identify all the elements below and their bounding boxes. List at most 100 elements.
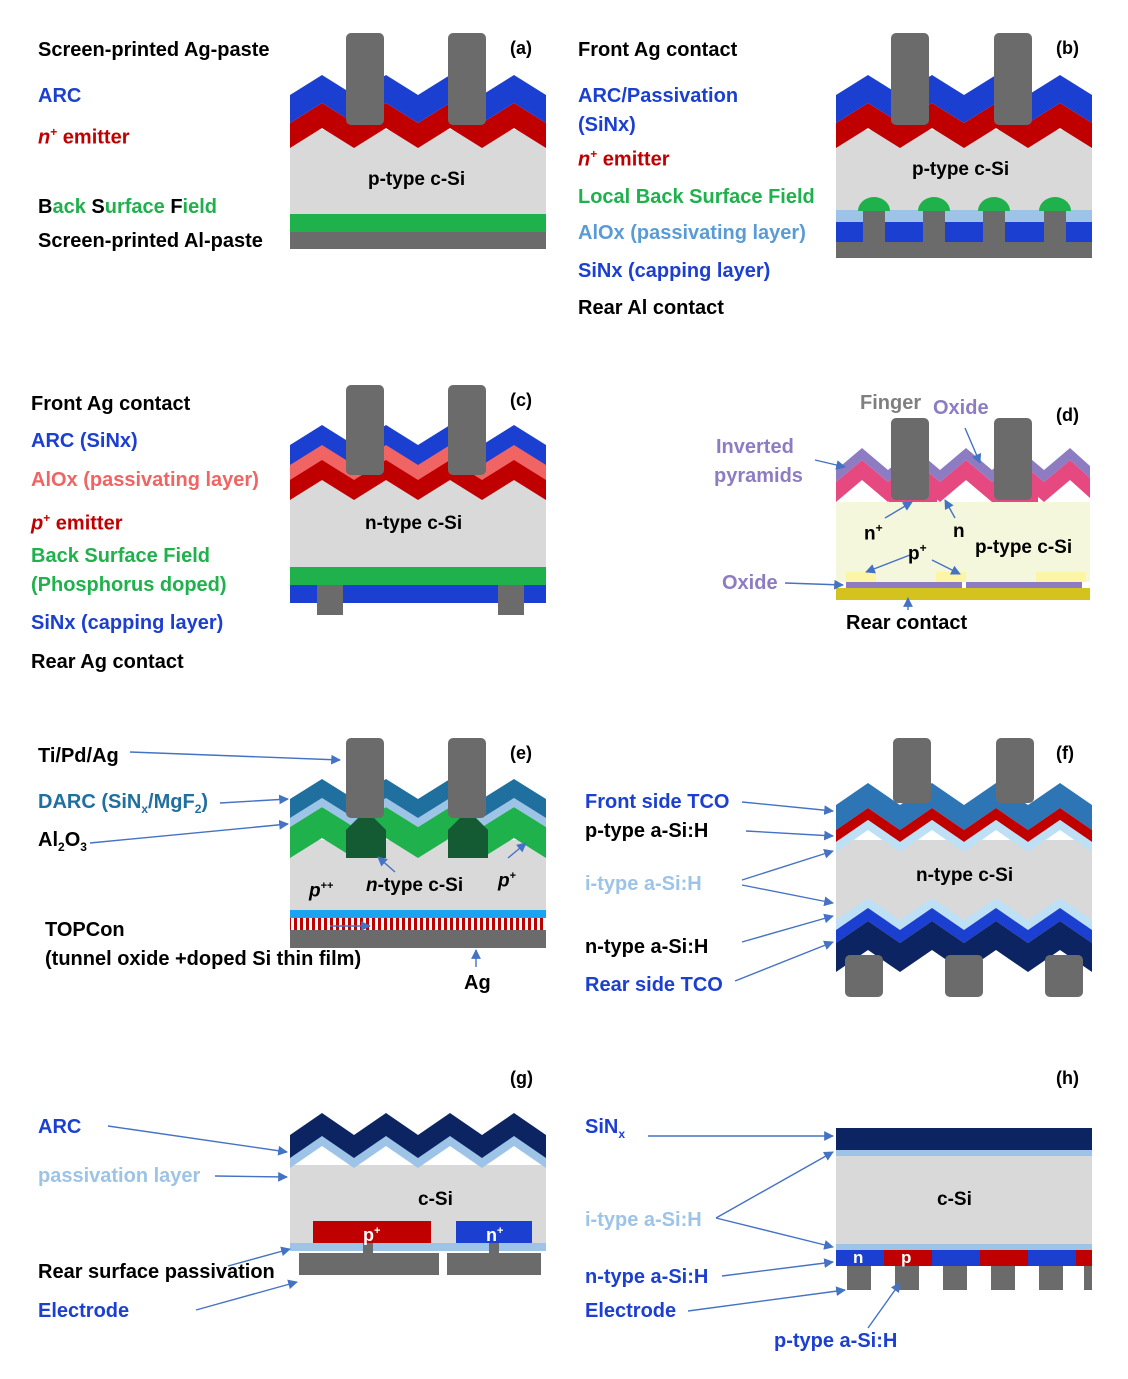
arrow bbox=[867, 1282, 901, 1329]
local-bsf bbox=[1039, 197, 1071, 211]
arrow bbox=[377, 856, 396, 873]
n-emitter-layer bbox=[836, 103, 1092, 148]
pointer-arrows bbox=[89, 427, 982, 1329]
panel-b-diagram bbox=[836, 33, 1092, 258]
arrow bbox=[107, 1125, 288, 1156]
rear-finger bbox=[945, 955, 983, 997]
panel-g-tag: (g) bbox=[510, 1068, 533, 1088]
al-via bbox=[1044, 210, 1066, 242]
label-n-emitter: n+ emitter bbox=[38, 125, 130, 149]
label-front-side-tco: Front side TCO bbox=[585, 791, 730, 813]
label-p-emitter: p+ emitter bbox=[31, 511, 123, 535]
label-n-emitter: n+ emitter bbox=[578, 147, 670, 171]
p-type-a-si bbox=[1076, 1250, 1092, 1266]
n-type-a-si bbox=[932, 1250, 980, 1266]
arrow bbox=[931, 559, 961, 575]
n-type-a-si bbox=[836, 908, 1092, 943]
arrow bbox=[715, 1217, 834, 1250]
label-p-plus: p+ bbox=[498, 870, 517, 892]
electrode bbox=[1039, 1266, 1063, 1290]
arrow bbox=[784, 579, 844, 590]
label-finger: Finger bbox=[860, 392, 922, 414]
label-p-plus: p+ bbox=[363, 1225, 381, 1245]
label-i-type-a-si: i-type a-Si:H bbox=[585, 1209, 702, 1231]
label-screen-printed-ag: Screen-printed Ag-paste bbox=[38, 39, 270, 61]
label-topcon: TOPCon bbox=[45, 919, 125, 941]
ag-finger bbox=[346, 33, 384, 125]
p-type-a-si bbox=[980, 1250, 1028, 1266]
arrow bbox=[745, 830, 834, 841]
rear-ag-contact bbox=[317, 585, 343, 615]
label-oxide-rear: Oxide bbox=[722, 572, 778, 594]
sinx-layer bbox=[836, 1128, 1092, 1150]
finger bbox=[994, 418, 1032, 500]
arrow bbox=[195, 1279, 298, 1311]
label-n-plus: n+ bbox=[486, 1225, 504, 1245]
label-ti-pd-ag: Ti/Pd/Ag bbox=[38, 745, 119, 767]
panel-f-diagram bbox=[836, 738, 1092, 997]
label-n-type-a-si: n-type a-Si:H bbox=[585, 1266, 709, 1288]
arrow bbox=[219, 794, 289, 805]
label-rear-ag-contact: Rear Ag contact bbox=[31, 651, 184, 673]
front-finger bbox=[996, 738, 1034, 803]
electrode bbox=[489, 1243, 499, 1253]
p-plus-region bbox=[1036, 572, 1086, 582]
front-finger bbox=[893, 738, 931, 803]
ti-pd-ag-finger bbox=[448, 738, 486, 818]
panel-c-diagram bbox=[290, 385, 546, 615]
rear-ag bbox=[290, 930, 546, 948]
arrow bbox=[734, 940, 834, 982]
panel-e-diagram bbox=[290, 738, 546, 948]
label-alox: AlOx (passivating layer) bbox=[578, 222, 806, 244]
rear-oxide bbox=[846, 582, 962, 588]
panel-d-tag: (d) bbox=[1056, 405, 1079, 425]
bsf-phosphorus-layer bbox=[290, 567, 546, 585]
arc-layer bbox=[290, 1113, 546, 1158]
n-emitter-layer bbox=[290, 103, 546, 148]
rear-oxide bbox=[966, 582, 1082, 588]
al-paste-layer bbox=[290, 232, 546, 249]
label-n-type-c-si: n-type c-Si bbox=[916, 865, 1014, 886]
ag-finger bbox=[448, 385, 486, 475]
rear-finger bbox=[1045, 955, 1083, 997]
label-electrode: Electrode bbox=[585, 1300, 677, 1322]
finger bbox=[891, 418, 929, 500]
label-rear-side-tco: Rear side TCO bbox=[585, 974, 723, 996]
local-bsf bbox=[918, 197, 950, 211]
p-plus-region bbox=[936, 572, 966, 582]
topcon-oxide bbox=[290, 910, 546, 918]
arrow bbox=[944, 499, 956, 519]
panel-c-tag: (c) bbox=[510, 390, 532, 410]
substrate-p-type bbox=[836, 502, 1090, 582]
arrow bbox=[865, 554, 911, 574]
rear-finger bbox=[845, 955, 883, 997]
label-sinx-capping: SiNx (capping layer) bbox=[31, 612, 224, 634]
arrow bbox=[715, 1151, 834, 1219]
label-arc: ARC bbox=[38, 85, 82, 107]
label-c-si: c-Si bbox=[418, 1189, 453, 1210]
rear-ag-contact bbox=[498, 585, 524, 615]
electrode bbox=[943, 1266, 967, 1290]
label-oxide-top: Oxide bbox=[933, 397, 989, 419]
p-plus-plus-region bbox=[346, 810, 386, 858]
sinx-capping-layer bbox=[836, 222, 1092, 242]
rear-tco bbox=[836, 921, 1092, 972]
i-type-front bbox=[836, 1150, 1092, 1156]
ag-finger bbox=[891, 33, 929, 125]
panel-d-diagram bbox=[836, 418, 1090, 600]
label-inverted: Inverted bbox=[716, 436, 794, 458]
panel-f-tag: (f) bbox=[1056, 743, 1074, 763]
panel-a-diagram bbox=[290, 33, 546, 249]
arrow bbox=[814, 459, 846, 470]
rear-surface-passivation bbox=[290, 1243, 546, 1251]
ti-pd-ag-finger bbox=[346, 738, 384, 818]
label-bsf: Back Surface Field bbox=[31, 545, 210, 567]
local-bsf bbox=[978, 197, 1010, 211]
i-type-rear bbox=[836, 1244, 1092, 1250]
label-p-type-c-si: p-type c-Si bbox=[912, 159, 1010, 180]
p-plus-region bbox=[313, 1221, 431, 1243]
label-darc: DARC (SiNx/MgF2) bbox=[38, 791, 209, 816]
p-type-a-si bbox=[836, 808, 1092, 842]
arrow bbox=[741, 801, 834, 816]
panel-e-tag: (e) bbox=[510, 743, 532, 763]
